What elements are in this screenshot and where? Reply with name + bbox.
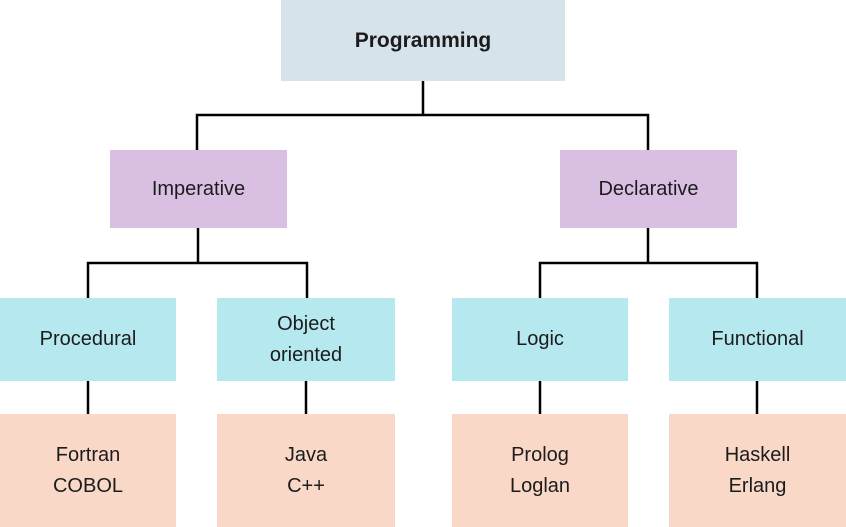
node-prolog-loglan: Prolog Loglan <box>452 414 628 527</box>
node-haskell-erlang: Haskell Erlang <box>669 414 846 527</box>
node-java-cpp-line1: Java <box>284 444 328 467</box>
node-prolog-loglan-line2: Loglan <box>509 474 571 497</box>
node-procedural: Procedural <box>0 298 176 381</box>
connector-declarative-bracket <box>538 261 759 298</box>
node-declarative: Declarative <box>560 150 737 228</box>
node-imperative: Imperative <box>110 150 287 228</box>
connector-imperative-bracket <box>86 261 309 298</box>
node-java-cpp: Java C++ <box>217 414 395 527</box>
node-fortran-cobol-line1: Fortran <box>55 444 121 467</box>
node-fortran-cobol: Fortran COBOL <box>0 414 176 527</box>
connector-root-bracket <box>195 113 650 150</box>
node-prolog-loglan-line1: Prolog <box>511 444 569 467</box>
node-object-oriented-line2: oriented <box>269 343 343 366</box>
node-haskell-erlang-line2: Erlang <box>728 474 787 497</box>
node-functional: Functional <box>669 298 846 381</box>
node-object-oriented-line1: Object <box>277 313 335 336</box>
node-java-cpp-line2: C++ <box>287 474 325 497</box>
node-logic: Logic <box>452 298 628 381</box>
node-fortran-cobol-line2: COBOL <box>52 474 124 497</box>
node-object-oriented: Object oriented <box>217 298 395 381</box>
node-programming: Programming <box>281 0 565 81</box>
node-haskell-erlang-line1: Haskell <box>724 444 791 467</box>
